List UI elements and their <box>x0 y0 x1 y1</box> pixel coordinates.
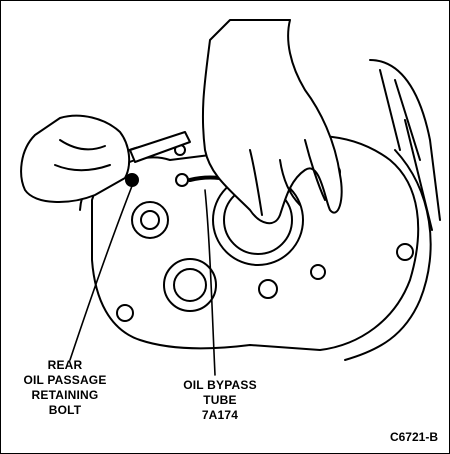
leader-rear-bolt <box>69 185 133 361</box>
bolt-boss <box>396 243 414 261</box>
bolt-boss <box>310 264 326 280</box>
wrench <box>129 131 191 163</box>
right-hand <box>201 19 343 225</box>
label-line: 7A174 <box>201 408 239 422</box>
bolt-boss <box>258 279 278 299</box>
rear-oil-passage-bolt-label: REAR OIL PASSAGE RETAINING BOLT <box>10 358 120 418</box>
lower-bore <box>163 258 217 312</box>
leader-bypass-tube <box>204 189 216 376</box>
label-line: REAR <box>47 358 83 372</box>
rear-oil-passage-bolt <box>125 173 139 187</box>
bolt-boss <box>175 173 189 187</box>
oil-bypass-tube-label: OIL BYPASS TUBE 7A174 <box>165 378 275 423</box>
label-line: BOLT <box>48 403 82 417</box>
figure-id: C6721-B <box>389 430 438 444</box>
left-hand <box>20 114 131 203</box>
label-line: OIL BYPASS <box>183 378 257 392</box>
bolt-boss <box>116 304 134 322</box>
left-bore <box>131 201 169 239</box>
label-line: OIL PASSAGE <box>23 373 107 387</box>
label-line: TUBE <box>203 393 237 407</box>
label-line: RETAINING <box>31 388 99 402</box>
housing-ribs <box>369 59 441 231</box>
